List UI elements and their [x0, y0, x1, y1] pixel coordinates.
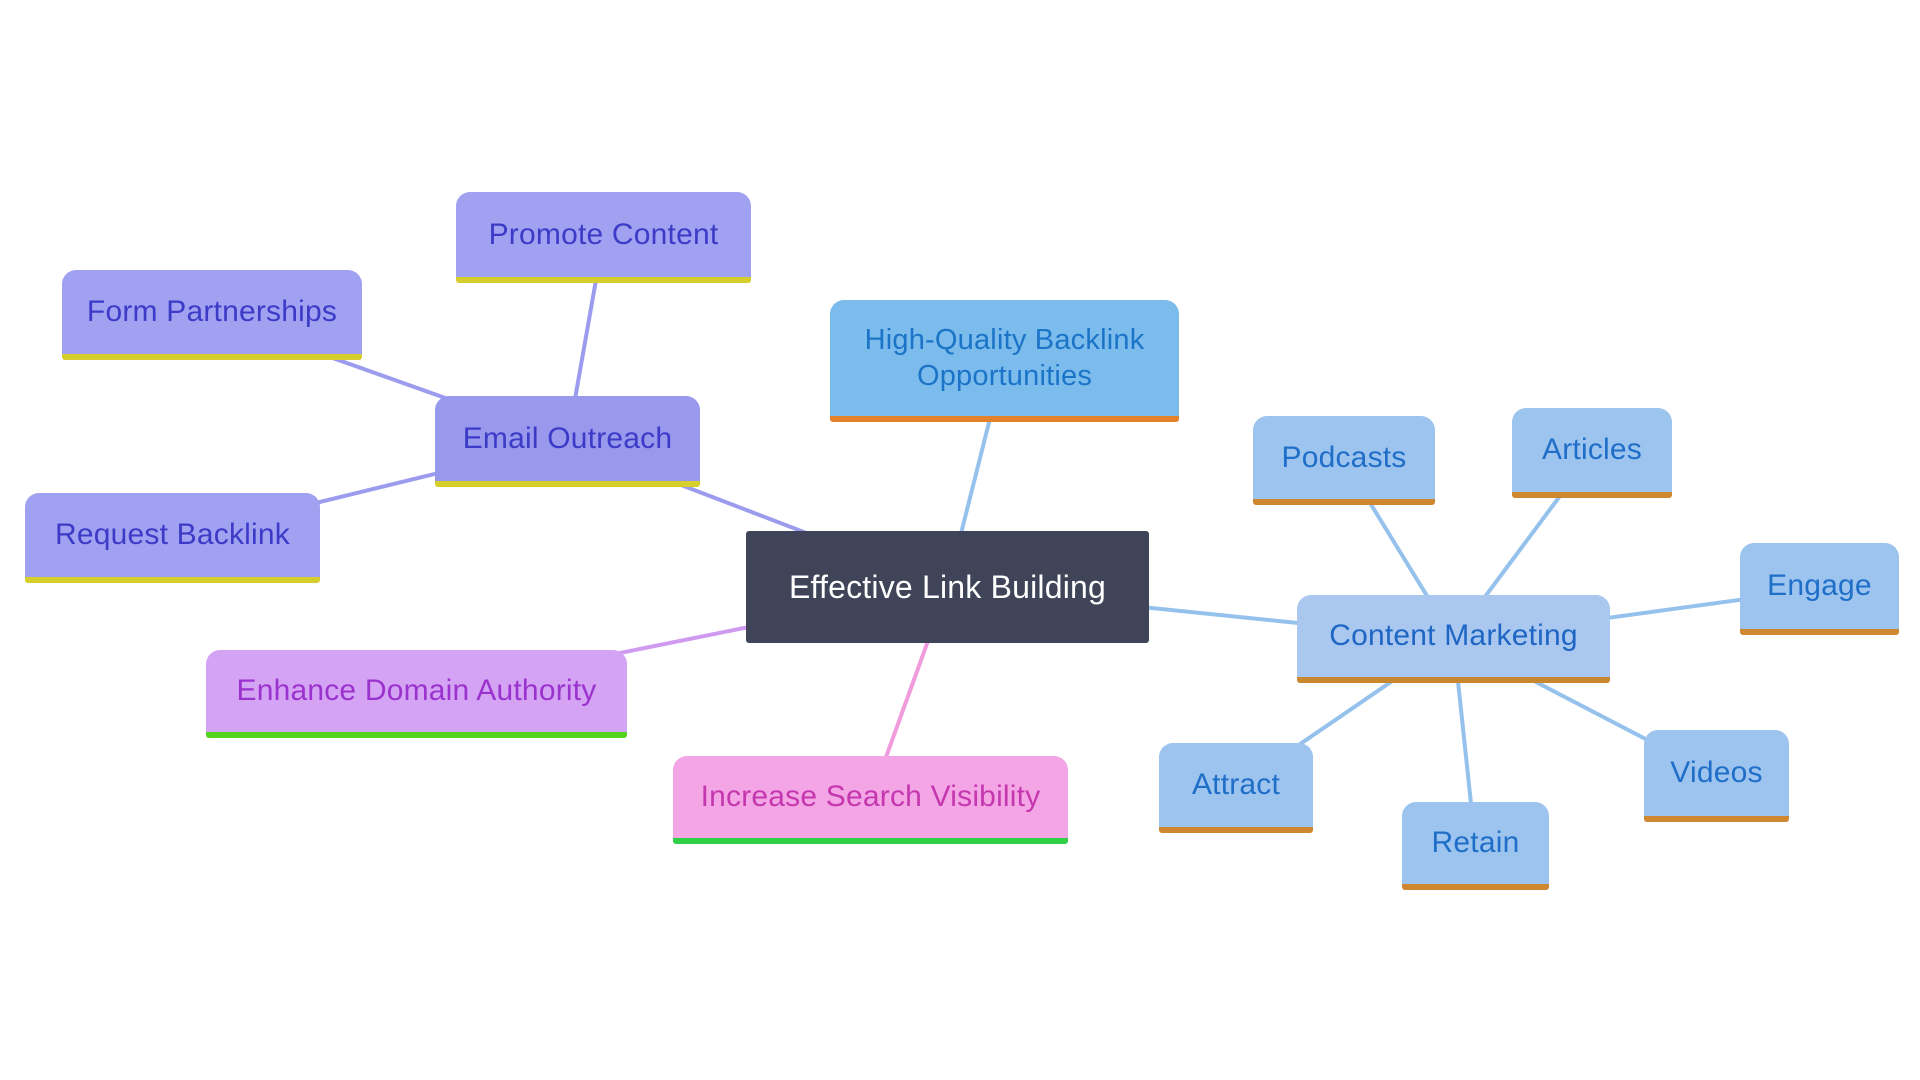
- mindmap-node-videos: Videos: [1644, 730, 1789, 822]
- mindmap-node-center: Effective Link Building: [746, 531, 1149, 643]
- mindmap-node-engage: Engage: [1740, 543, 1899, 635]
- mindmap-node-promote: Promote Content: [456, 192, 751, 283]
- mindmap-node-retain: Retain: [1402, 802, 1549, 890]
- mindmap-node-articles: Articles: [1512, 408, 1672, 498]
- mindmap-node-content: Content Marketing: [1297, 595, 1610, 683]
- mindmap-node-podcasts: Podcasts: [1253, 416, 1435, 505]
- mindmap-node-highq: High-Quality Backlink Opportunities: [830, 300, 1179, 422]
- mindmap-node-form: Form Partnerships: [62, 270, 362, 360]
- mindmap-node-increase: Increase Search Visibility: [673, 756, 1068, 844]
- mindmap-node-request: Request Backlink: [25, 493, 320, 583]
- mindmap-node-enhance: Enhance Domain Authority: [206, 650, 627, 738]
- mindmap-node-attract: Attract: [1159, 743, 1313, 833]
- mindmap-node-email: Email Outreach: [435, 396, 700, 487]
